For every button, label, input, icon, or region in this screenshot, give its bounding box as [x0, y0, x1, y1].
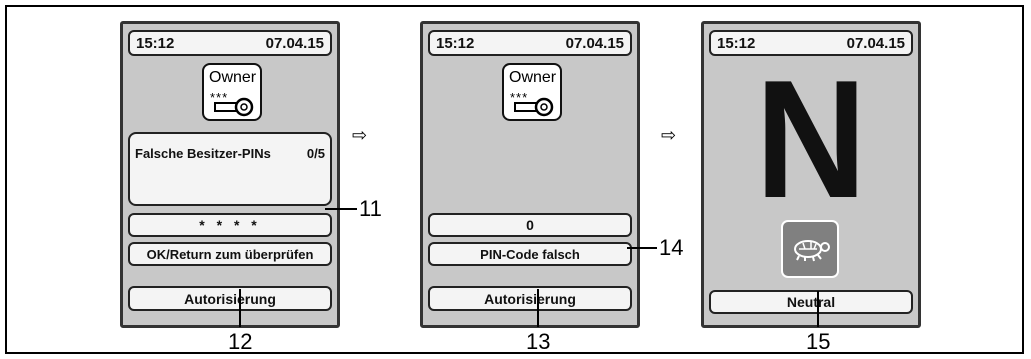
pin-entry-field[interactable]: * * * *: [128, 213, 332, 237]
hint-bar: OK/Return zum überprüfen: [128, 242, 332, 266]
callout-11: 11: [359, 196, 382, 221]
footer-bar: Autorisierung: [428, 286, 632, 311]
flow-arrow: ⇨: [661, 125, 677, 145]
callout-line-11: [325, 208, 357, 210]
callout-14: 14: [659, 235, 684, 260]
turtle-shape: [794, 240, 830, 262]
time-label: 15:12: [436, 34, 475, 52]
screen-pin-entry: 15:12 07.04.15 Owner *** Falsche Besitze…: [120, 21, 340, 328]
pin-entry-field[interactable]: 0: [428, 213, 632, 237]
owner-label: Owner: [209, 69, 257, 86]
owner-key-icon: Owner ***: [202, 63, 262, 121]
gear-indicator: N: [755, 45, 867, 233]
turtle-icon: [781, 220, 839, 278]
key-icon: [514, 97, 554, 117]
callout-line-15: [817, 291, 819, 327]
message-box: Falsche Besitzer-PINs 0/5: [128, 132, 332, 206]
status-header: 15:12 07.04.15: [428, 30, 632, 56]
screen-neutral: 15:12 07.04.15 N Neutral: [701, 21, 921, 328]
date-label: 07.04.15: [265, 34, 324, 52]
callout-line-14: [627, 247, 657, 249]
message-count: 0/5: [306, 146, 325, 161]
callout-line-13: [537, 289, 539, 327]
flow-arrow: ⇨: [352, 125, 368, 145]
screen-pin-wrong: 15:12 07.04.15 Owner *** 0 PIN-Code fals…: [420, 21, 640, 328]
status-header: 15:12 07.04.15: [709, 30, 913, 56]
date-label: 07.04.15: [846, 34, 905, 52]
status-header: 15:12 07.04.15: [128, 30, 332, 56]
figure-frame: 15:12 07.04.15 Owner *** Falsche Besitze…: [5, 5, 1024, 354]
owner-key-icon: Owner ***: [502, 63, 562, 121]
owner-label: Owner: [509, 69, 557, 86]
key-icon: [214, 97, 254, 117]
owner-stars: ***: [210, 90, 229, 105]
callout-line-12: [239, 289, 241, 327]
owner-stars: ***: [510, 90, 529, 105]
footer-bar: Autorisierung: [128, 286, 332, 311]
callout-13: 13: [526, 329, 551, 354]
hint-bar: PIN-Code falsch: [428, 242, 632, 266]
time-label: 15:12: [717, 34, 756, 52]
callout-15: 15: [806, 329, 831, 354]
date-label: 07.04.15: [565, 34, 624, 52]
callout-12: 12: [228, 329, 253, 354]
message-title: Falsche Besitzer-PINs: [135, 146, 271, 161]
time-label: 15:12: [136, 34, 175, 52]
footer-bar: Neutral: [709, 290, 913, 314]
